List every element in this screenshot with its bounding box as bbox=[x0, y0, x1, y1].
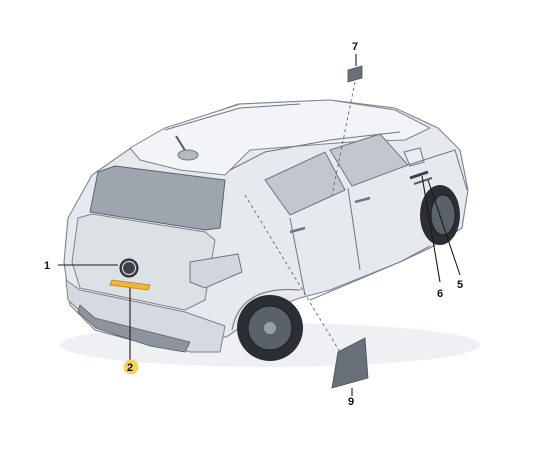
taillight bbox=[189, 253, 243, 289]
antenna-base bbox=[177, 149, 199, 161]
part-7-sticker bbox=[347, 65, 363, 83]
rear-wheel-arch bbox=[231, 288, 301, 331]
callout-1: 1 bbox=[44, 260, 50, 272]
leader-9-dash bbox=[244, 194, 341, 353]
roof-antenna bbox=[175, 135, 187, 153]
roof-rail-left bbox=[164, 103, 301, 131]
door-handle-front bbox=[354, 196, 371, 204]
callout-9: 9 bbox=[348, 396, 354, 408]
side-window-rear bbox=[264, 151, 346, 216]
leader-5 bbox=[427, 179, 461, 276]
part-9-panel bbox=[331, 337, 369, 389]
roof-rail-right bbox=[229, 131, 401, 171]
door-line-1 bbox=[347, 187, 361, 271]
callout-7: 7 bbox=[352, 41, 358, 53]
bumper-diffuser bbox=[77, 304, 191, 353]
callout-5: 5 bbox=[457, 279, 463, 291]
door-handle-rear bbox=[289, 226, 306, 234]
callout-6: 6 bbox=[437, 288, 443, 300]
side-sill bbox=[309, 245, 431, 301]
callout-2: 2 bbox=[127, 362, 133, 374]
leader-7-dash bbox=[331, 81, 356, 196]
tailgate bbox=[71, 213, 216, 311]
callout-2-badge bbox=[123, 359, 139, 375]
front-fender bbox=[407, 149, 468, 191]
leader-6 bbox=[421, 175, 441, 283]
rear-wheel-hub bbox=[264, 322, 276, 334]
highlighted-part-strip bbox=[109, 279, 151, 291]
part-6-strip bbox=[409, 170, 429, 180]
rear-window bbox=[89, 165, 226, 231]
rear-badge-ring bbox=[121, 260, 137, 276]
